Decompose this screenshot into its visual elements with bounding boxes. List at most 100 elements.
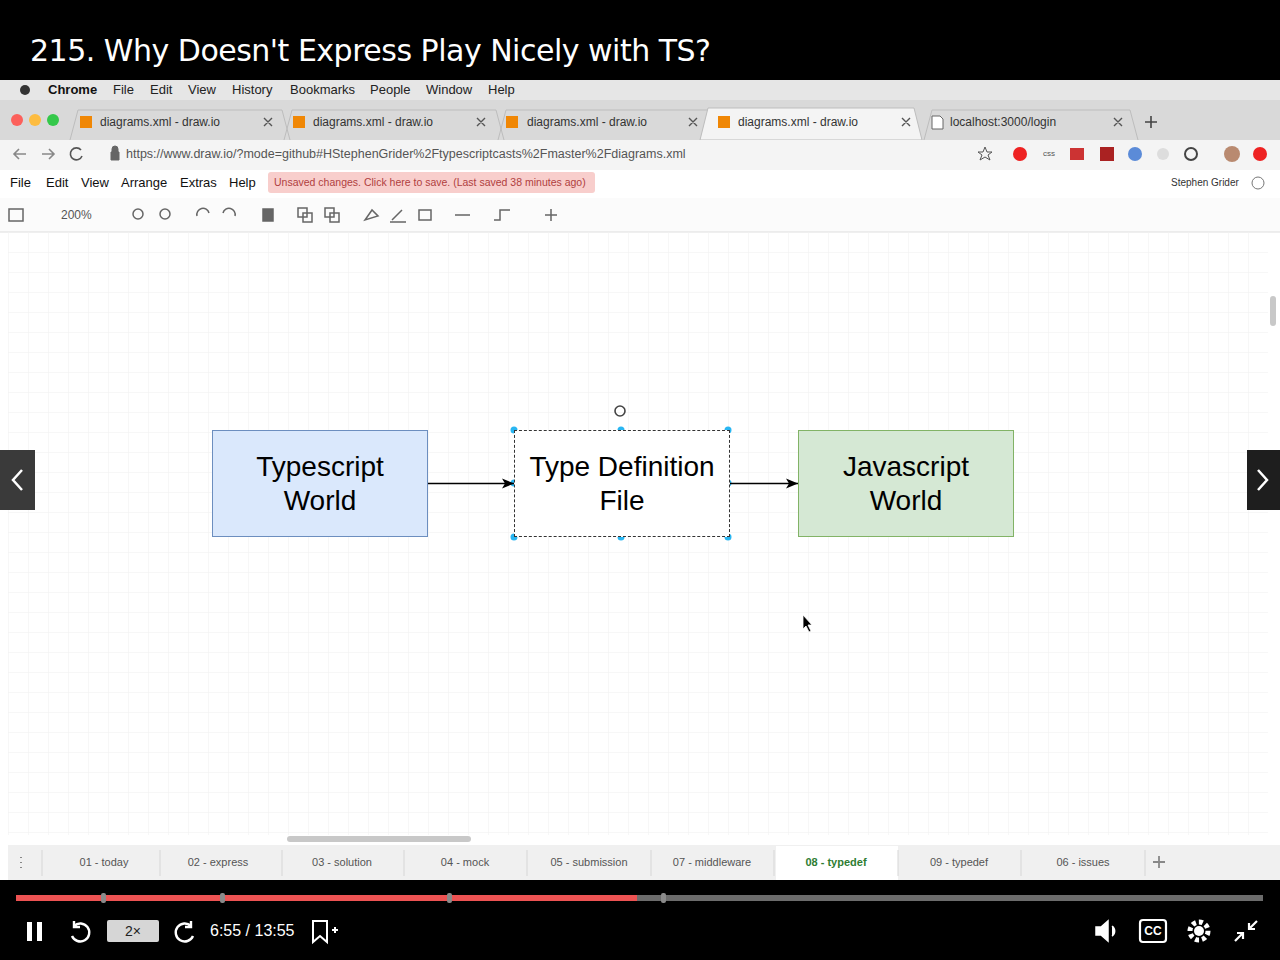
- favicon: [506, 116, 518, 128]
- chapter-markers: [220, 893, 225, 903]
- tab-title: diagrams.xml - draw.io: [527, 115, 647, 129]
- time-display: 6:55 / 13:55: [210, 921, 295, 940]
- ext-icon: [1128, 147, 1142, 161]
- progress-track: [16, 895, 1263, 901]
- forward-icon: [176, 921, 193, 941]
- app-menu-item: File: [10, 175, 31, 191]
- title-bar: [0, 0, 1280, 80]
- favicon: [293, 116, 305, 128]
- box-label: Typescript World: [221, 450, 419, 517]
- chapter-markers: [101, 893, 106, 903]
- minimize-light: [29, 114, 41, 126]
- prev-chevron: [13, 470, 22, 490]
- ext-icon: [1070, 148, 1084, 160]
- os-menu-item: History: [232, 82, 272, 98]
- canvas: [8, 232, 1268, 835]
- address-bar: [0, 140, 1280, 170]
- bookmark-icon: [313, 921, 338, 942]
- arrow-connector: [730, 479, 798, 489]
- tab-strip: [0, 100, 1280, 140]
- page-tab: 02 - express: [188, 856, 249, 869]
- page-tab: 03 - solution: [312, 856, 372, 869]
- exit-fullscreen-icon: [1235, 921, 1257, 941]
- toolbar-icons: [9, 208, 557, 222]
- page-icon: [932, 116, 943, 129]
- toolbar-icons: [197, 208, 235, 216]
- rotate-handle: [615, 406, 625, 416]
- chapter-markers: [447, 893, 452, 903]
- extension-text: css: [1043, 149, 1055, 159]
- os-menu-item: View: [188, 82, 216, 98]
- connector-line: [428, 483, 514, 485]
- os-menu-item: File: [113, 82, 134, 98]
- chapter-markers: [101, 893, 666, 903]
- close-light: [11, 114, 23, 126]
- chapter-markers: [661, 893, 666, 903]
- horizontal-scrollbar: [287, 836, 471, 842]
- app-menu-item: Arrange: [121, 175, 167, 191]
- page-tab: 07 - middleware: [673, 856, 751, 869]
- reload: [70, 148, 82, 160]
- toolbar-icons: [330, 213, 339, 222]
- app-menu-item: View: [81, 175, 109, 191]
- page-tab: 05 - submission: [550, 856, 627, 869]
- app-menu-item: Extras: [180, 175, 217, 191]
- process-box: Javascript World: [798, 430, 1014, 537]
- toolbar-icons: [365, 210, 378, 220]
- mouse-cursor: [803, 615, 812, 632]
- zoom-light: [47, 114, 59, 126]
- drawio-toolbar: [0, 198, 1280, 232]
- caption-button: CC: [1144, 924, 1161, 938]
- ext-icon: [1157, 148, 1169, 160]
- volume-icon: [1096, 921, 1115, 941]
- toolbar-icons: [303, 213, 312, 222]
- settings-hub: [1194, 926, 1204, 936]
- box-label: Type Definition File: [523, 450, 721, 517]
- slide-title: 215. Why Doesn't Express Play Nicely wit…: [30, 33, 711, 69]
- ext-icon: [1100, 147, 1114, 161]
- new-tab: [1145, 116, 1157, 128]
- os-menu-item: Chrome: [48, 82, 97, 98]
- unsaved-banner: [268, 172, 595, 193]
- page-tab-dividers: [42, 850, 1145, 876]
- star: [978, 147, 992, 160]
- toolbar-icons: [455, 209, 557, 221]
- settings-icon: [1190, 922, 1208, 940]
- toolbar-icons: [390, 210, 406, 222]
- app-menu-item: Help: [229, 175, 256, 191]
- process-box: Type Definition File: [514, 430, 730, 537]
- progress-played: [16, 895, 637, 901]
- user-name: Stephen Grider: [1171, 177, 1239, 189]
- toolbar-icons: [419, 210, 431, 220]
- connector-line: [730, 483, 798, 485]
- app-menu-item: Edit: [46, 175, 68, 191]
- globe-icon: [1252, 177, 1264, 189]
- apple-logo: [20, 85, 30, 95]
- arrowhead: [786, 479, 798, 489]
- tab-title: localhost:3000/login: [950, 115, 1056, 129]
- toolbar-icons: [9, 209, 23, 221]
- process-box: Typescript World: [212, 430, 428, 537]
- lock: [111, 146, 119, 160]
- playback-speed: 2×: [125, 923, 141, 940]
- ext-icon: [1185, 148, 1197, 160]
- controls-bar: [0, 880, 1280, 960]
- page-tabs-bar: [8, 845, 1280, 880]
- os-menu-item: Edit: [150, 82, 172, 98]
- toolbar-icons: [160, 209, 170, 219]
- favicon: [80, 116, 92, 128]
- add-page: [1153, 856, 1165, 868]
- speed-box: [107, 920, 159, 942]
- drawio-menubar: [0, 170, 1280, 198]
- active-page-tab: [776, 846, 898, 880]
- next-chevron: [1258, 470, 1267, 490]
- selection-handles: [511, 427, 732, 541]
- page-tab: 06 - issues: [1056, 856, 1109, 869]
- os-menu-item: Help: [488, 82, 515, 98]
- tab-title: diagrams.xml - draw.io: [738, 115, 858, 129]
- nav-buttons: [14, 149, 54, 159]
- vertical-scrollbar: [1270, 296, 1276, 326]
- rewind-icon: [72, 921, 89, 941]
- tab-title: diagrams.xml - draw.io: [100, 115, 220, 129]
- page-tab: 08 - typedef: [805, 856, 866, 869]
